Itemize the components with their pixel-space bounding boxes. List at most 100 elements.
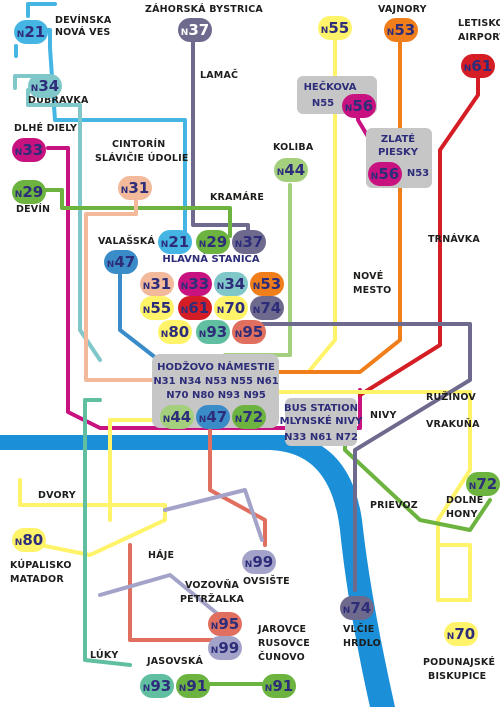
route-n70 [248, 390, 472, 602]
line-badge-n21: N21 [158, 230, 192, 254]
line-badge-n74: N74 [250, 296, 284, 320]
line-badge-label: N53 [387, 21, 415, 39]
line-badge-bg [214, 296, 248, 320]
route-n55 [308, 38, 337, 372]
line-badge-n91: N91 [176, 674, 210, 698]
route-n53 [268, 38, 402, 374]
line-badge-label: N44 [163, 408, 191, 426]
line-badge-label: N21 [161, 233, 189, 251]
hub-zlate-n53: N53 [407, 168, 429, 179]
line-badge-bg [384, 18, 418, 42]
line-badge-n74: N74 [340, 596, 374, 620]
line-badge-n29: N29 [196, 230, 230, 254]
line-badge-label: N31 [143, 275, 171, 293]
line-badge-bg [274, 158, 308, 182]
place-dlhe-diely: DLHÉ DIELY [14, 122, 77, 134]
line-badge-bg [140, 272, 174, 296]
route-n21 [14, 2, 187, 238]
line-badge-label: N29 [15, 183, 43, 201]
line-badge-label: N34 [217, 275, 245, 293]
line-badge-label: N61 [181, 299, 209, 317]
line-badge-n34: N34 [214, 272, 248, 296]
place-prievoz: PRIEVOZ [370, 500, 418, 511]
route-n47 [118, 270, 167, 367]
line-badge-label: N72 [235, 408, 263, 426]
place-labels: DEVÍNSKA NOVÁ VES ZÁHORSKÁ BYSTRICA LAMA… [10, 3, 500, 682]
line-badge-n99: N99 [242, 550, 276, 574]
line-badge-n47: N47 [104, 250, 138, 274]
line-badge-label: N93 [199, 323, 227, 341]
line-badge-n56: N56 [368, 162, 402, 186]
place-vlcie-1: VLČIE [343, 623, 374, 635]
place-zahorska: ZÁHORSKÁ BYSTRICA [145, 3, 263, 15]
line-badge-label: N47 [199, 408, 227, 426]
line-badge-bg [214, 272, 248, 296]
line-badge-n44: N44 [274, 158, 308, 182]
line-badge-bg [466, 472, 500, 496]
line-badge-n37: N37 [232, 230, 266, 254]
line-badge-label: N21 [17, 23, 45, 41]
line-badge-bg [14, 20, 48, 44]
line-badge-label: N53 [253, 275, 281, 293]
line-badge-bg [12, 528, 46, 552]
line-badge-label: N37 [181, 21, 209, 39]
place-dolne-hony-1: DOLNÉ [446, 494, 483, 506]
place-ovsiste: OVSIŠTE [243, 575, 290, 587]
line-badge-bg [250, 296, 284, 320]
line-badge-label: N56 [371, 165, 399, 183]
line-badge-n70: N70 [214, 296, 248, 320]
hub-hlavna-stanica-title: HLAVNÁ STANICA [162, 252, 260, 265]
line-badge-bg [444, 622, 478, 646]
line-badge-bg [140, 674, 174, 698]
place-jarovce-3: ČUNOVO [258, 651, 305, 663]
line-badge-n55: N55 [318, 16, 352, 40]
line-badge-bg [318, 16, 352, 40]
line-badge-bg [208, 612, 242, 636]
line-badge-bg [140, 296, 174, 320]
line-badge-n33: N33 [178, 272, 212, 296]
line-badge-n56: N56 [342, 94, 376, 118]
line-badge-bg [250, 272, 284, 296]
line-badge-n31: N31 [118, 176, 152, 200]
line-badge-bg [178, 296, 212, 320]
route-n70-west [108, 418, 167, 522]
line-badge-n95: N95 [208, 612, 242, 636]
place-cintorin-2: SLÁVIČIE ÚDOLIE [95, 152, 189, 164]
line-badge-label: N31 [121, 179, 149, 197]
river-label: DUNAJ [140, 454, 185, 467]
place-dvory: DVORY [38, 490, 76, 501]
place-devin: DEVÍN [16, 203, 50, 215]
line-badge-label: N74 [253, 299, 281, 317]
line-badge-label: N61 [464, 57, 492, 75]
route-n74 [260, 322, 472, 592]
line-badge-label: N70 [447, 625, 475, 643]
place-kupalisko-2: MATADOR [10, 574, 64, 585]
line-badge-bg [158, 320, 192, 344]
line-badge-n93: N93 [196, 320, 230, 344]
place-podunajske-1: PODUNAJSKÉ [423, 656, 495, 668]
line-badge-bg [28, 74, 62, 98]
hub-bus-station-lines: N33 N61 N72 [284, 432, 358, 443]
line-badge-bg [232, 320, 266, 344]
line-badge-bg [158, 230, 192, 254]
hub-heckova-n55: N55 [312, 98, 334, 109]
line-badge-bg [368, 162, 402, 186]
line-badge-n80: N80 [158, 320, 192, 344]
place-podunajske-2: BISKUPICE [428, 671, 486, 682]
place-letisko-1: LETISKO [458, 18, 500, 29]
line-badge-bg [12, 138, 46, 162]
place-trnavka: TRNÁVKA [428, 233, 480, 245]
line-badge-label: N47 [107, 253, 135, 271]
hub-hodzovo-line2: N70 N80 N93 N95 [166, 390, 266, 401]
line-badge-bg [178, 18, 212, 42]
line-badge-n34: N34 [28, 74, 62, 98]
line-badge-bg [196, 320, 230, 344]
place-jarovce-2: RUSOVCE [258, 638, 310, 649]
route-n29 [43, 188, 232, 238]
line-badge-n55: N55 [140, 296, 174, 320]
line-badge-bg [178, 272, 212, 296]
line-badge-n37: N37 [178, 18, 212, 42]
